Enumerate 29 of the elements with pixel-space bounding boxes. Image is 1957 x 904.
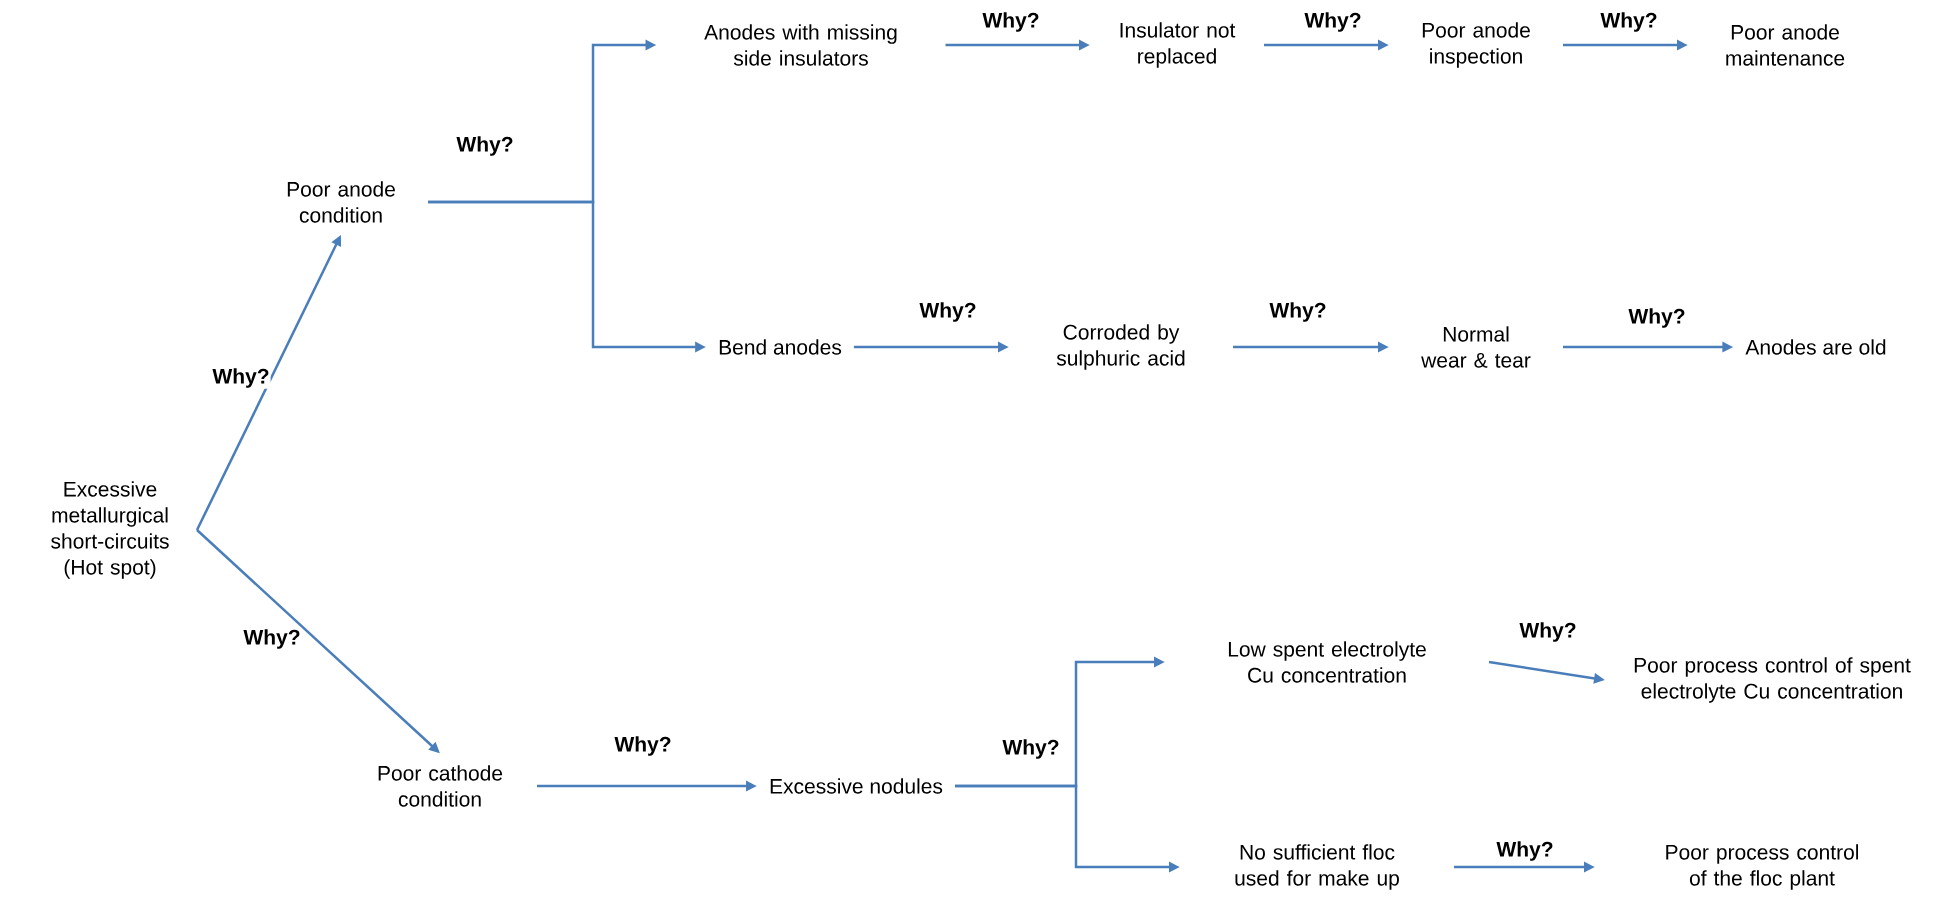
edge-label: Why? [1518, 621, 1578, 643]
cause-text: Poor cathode condition [378, 765, 503, 807]
cause-text: Low spent electrolyte Cu concentration [1228, 641, 1426, 683]
cause-text: No sufficient floc used for make up [1235, 844, 1399, 890]
edge-label: Why? [455, 135, 515, 157]
edge-label: Why? [1001, 738, 1061, 760]
edge-label: Why? [613, 735, 673, 757]
edge-label: Why? [1303, 11, 1363, 33]
cause-text: Bend anodes [719, 339, 842, 355]
cause-text: Poor process control of spent electrolyte Cu concentration [1634, 657, 1911, 703]
edge-label: Why? [211, 367, 271, 389]
edge-label: Why? [242, 628, 302, 650]
cause-text: Poor process control of the floc plant [1666, 844, 1859, 890]
cause-text: Anodes with missing side insulators [704, 24, 897, 66]
cause-text: Corroded by sulphuric acid [1056, 324, 1185, 370]
edge-label: Why? [981, 11, 1041, 33]
cause-text: Anodes are old [1745, 339, 1886, 355]
cause-text: Excessive nodules [770, 778, 943, 794]
edge-label: Why? [1268, 301, 1328, 323]
cause-text: Insulator not replaced [1120, 22, 1236, 68]
cause-text: Poor anode condition [287, 181, 395, 223]
edge-label: Why? [918, 301, 978, 323]
cause-text: Poor anode inspection [1422, 22, 1530, 68]
cause-text: Excessive metallurgical short-circuits (Hot spot) [51, 481, 169, 579]
edge-label: Why? [1627, 307, 1687, 329]
edge-label: Why? [1495, 840, 1555, 862]
edge-label: Why? [1599, 11, 1659, 33]
cause-text: Normal wear & tear [1421, 326, 1531, 368]
cause-text: Poor anode maintenance [1726, 24, 1845, 66]
